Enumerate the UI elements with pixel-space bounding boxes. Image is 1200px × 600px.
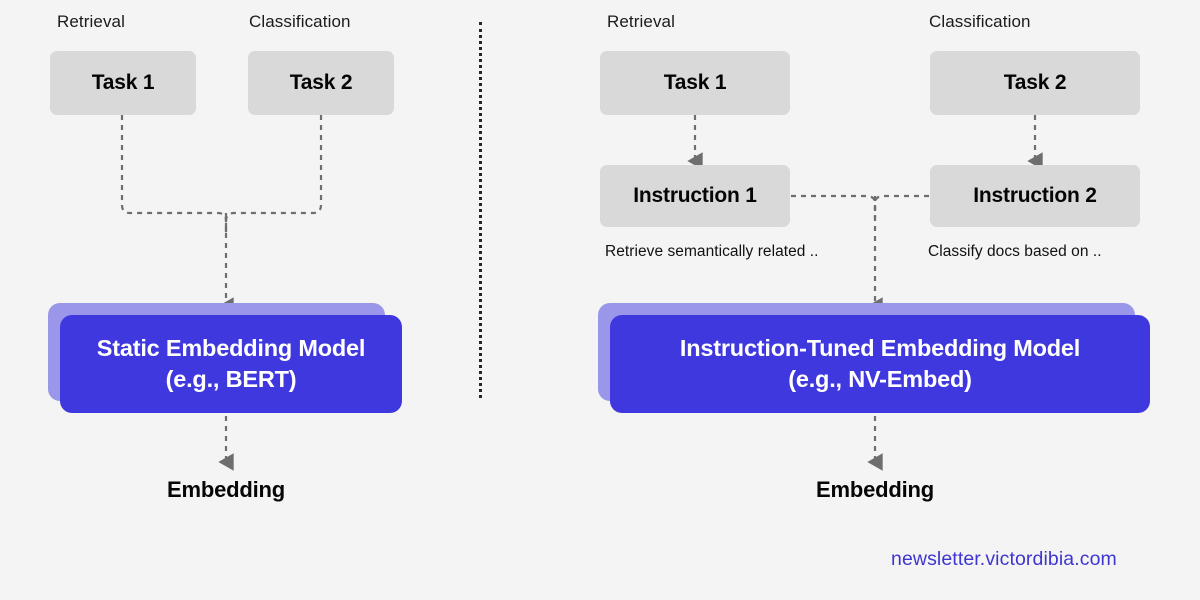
right-output-label: Embedding — [816, 477, 934, 502]
right-instruction-1-caption: Retrieve semantically related .. — [605, 243, 819, 260]
left-model-card[interactable]: Static Embedding Model (e.g., BERT) — [60, 315, 402, 413]
right-column-label-retrieval: Retrieval — [607, 12, 675, 31]
right-task-1-label: Task 1 — [663, 71, 727, 94]
right-task-2-box[interactable]: Task 2 — [930, 51, 1140, 115]
right-column-label-classification: Classification — [929, 12, 1031, 31]
left-task2-connector — [224, 115, 323, 236]
left-column-label-retrieval: Retrieval — [57, 12, 125, 31]
right-instruction-1-label: Instruction 1 — [633, 184, 757, 207]
right-instruction-2-box[interactable]: Instruction 2 — [930, 165, 1140, 227]
left-task-1-label: Task 1 — [91, 71, 155, 94]
right-instruction2-connector — [873, 194, 929, 218]
left-model-title-line-2: (e.g., BERT) — [165, 366, 297, 392]
right-model-title-line-2: (e.g., NV-Embed) — [788, 366, 972, 392]
panel-divider — [479, 22, 482, 398]
right-model-card[interactable]: Instruction-Tuned Embedding Model (e.g.,… — [610, 315, 1150, 413]
right-task-2-label: Task 2 — [1003, 71, 1067, 94]
left-column-label-classification: Classification — [249, 12, 351, 31]
newsletter-watermark[interactable]: newsletter.victordibia.com — [891, 548, 1117, 570]
right-model-title-line-1: Instruction-Tuned Embedding Model — [679, 334, 1081, 361]
left-task-2-label: Task 2 — [289, 71, 353, 94]
right-task-1-box[interactable]: Task 1 — [600, 51, 790, 115]
right-instruction-1-box[interactable]: Instruction 1 — [600, 165, 790, 227]
right-instruction-2-label: Instruction 2 — [973, 184, 1097, 207]
left-output-label: Embedding — [167, 477, 285, 502]
left-task1-connector — [120, 115, 228, 236]
left-model-title-line-1: Static Embedding Model — [96, 334, 366, 361]
right-instruction-2-caption: Classify docs based on .. — [928, 243, 1102, 260]
right-instruction1-connector — [791, 194, 877, 218]
left-task-1-box[interactable]: Task 1 — [50, 51, 196, 115]
left-task-2-box[interactable]: Task 2 — [248, 51, 394, 115]
